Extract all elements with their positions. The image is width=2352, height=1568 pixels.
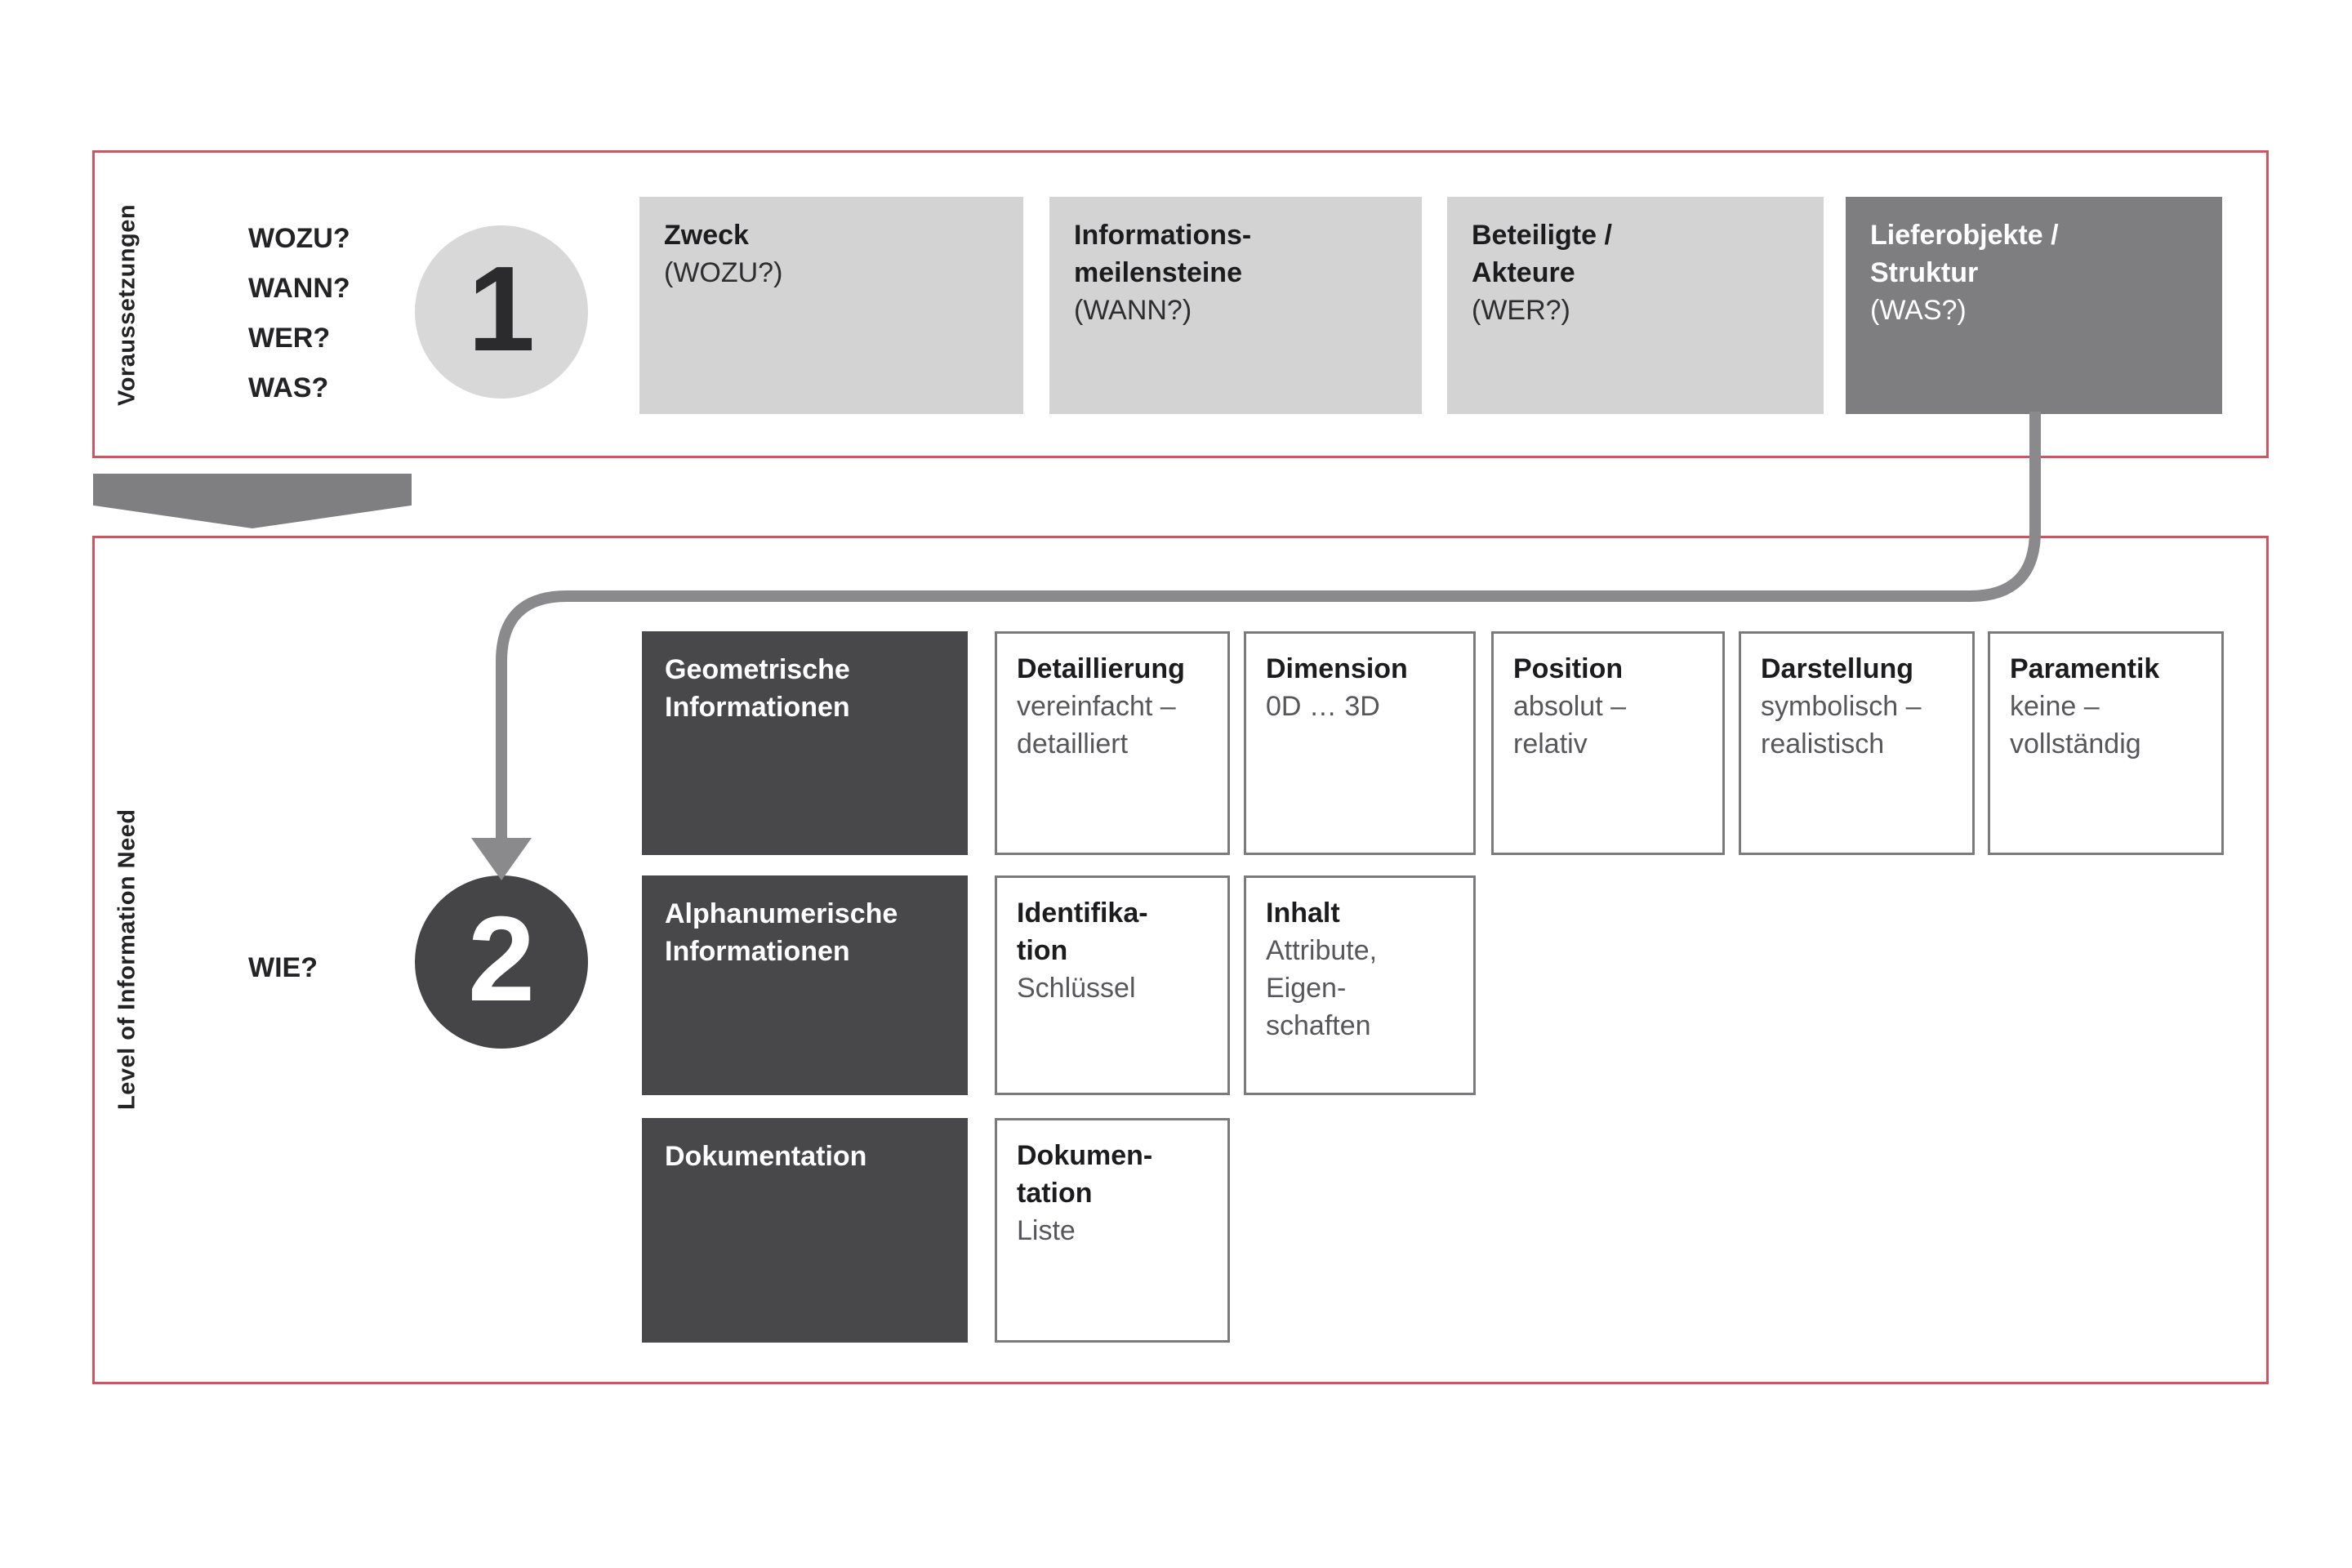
- cell-body-line: schaften: [1266, 1010, 1371, 1041]
- cell-dokumentation: Dokumen- tation Liste: [995, 1118, 1230, 1343]
- row-header-dokumentation: Dokumentation: [642, 1118, 968, 1343]
- cell-body-line: Liste: [1017, 1215, 1076, 1246]
- row-header-geometrische-informationen: Geometrische Informationen: [642, 631, 968, 855]
- cell-inhalt: Inhalt Attribute, Eigen- schaften: [1244, 875, 1476, 1095]
- box-title-line: Informations-: [1074, 220, 1252, 251]
- voraussetzungen-side-label: Voraussetzungen: [114, 203, 140, 406]
- box-informationsmeilensteine: Informations- meilensteine (WANN?): [1049, 197, 1422, 414]
- box-title-line: meilensteine: [1074, 257, 1242, 288]
- box-subtitle: (WOZU?): [664, 257, 783, 288]
- box-subtitle: (WER?): [1472, 295, 1570, 326]
- cell-body-line: vereinfacht –: [1017, 691, 1176, 722]
- cell-position: Position absolut – relativ: [1491, 631, 1725, 855]
- cell-title-line: Position: [1513, 653, 1624, 684]
- cell-body-line: symbolisch –: [1761, 691, 1922, 722]
- cell-body-line: keine –: [2010, 691, 2100, 722]
- question-wer: WER?: [248, 323, 331, 354]
- cell-body-line: 0D … 3D: [1266, 691, 1380, 722]
- box-zweck: Zweck (WOZU?): [639, 197, 1023, 414]
- cell-body-line: realistisch: [1761, 728, 1885, 760]
- cell-body-line: Attribute,: [1266, 935, 1378, 966]
- question-list: WOZU? WANN? WER? WAS?: [248, 214, 350, 413]
- step-1-circle: 1: [415, 225, 588, 399]
- cell-title-line: Paramentik: [2010, 653, 2160, 684]
- row-header-line: Geometrische: [665, 654, 850, 685]
- box-subtitle: (WANN?): [1074, 295, 1192, 326]
- box-subtitle: (WAS?): [1870, 295, 1967, 326]
- row-header-alphanumerische-informationen: Alphanumerische Informationen: [642, 875, 968, 1095]
- cell-body-line: relativ: [1513, 728, 1588, 760]
- box-title-line: Lieferobjekte /: [1870, 220, 2059, 251]
- section-transition-arrow-icon: [93, 474, 412, 528]
- cell-title-line: Dokumen-: [1017, 1140, 1153, 1171]
- cell-body-line: Schlüssel: [1017, 973, 1136, 1004]
- row-header-line: Dokumentation: [665, 1141, 867, 1172]
- row-header-line: Informationen: [665, 936, 850, 967]
- step-2-circle: 2: [415, 875, 588, 1049]
- question-was: WAS?: [248, 372, 329, 403]
- cell-title-line: Darstellung: [1761, 653, 1914, 684]
- cell-title-line: Detaillierung: [1017, 653, 1185, 684]
- box-beteiligte-akteure: Beteiligte / Akteure (WER?): [1447, 197, 1824, 414]
- cell-title-line: Identifika-: [1017, 898, 1148, 929]
- box-lieferobjekte-struktur: Lieferobjekte / Struktur (WAS?): [1846, 197, 2222, 414]
- question-wann: WANN?: [248, 273, 350, 304]
- box-title-line: Zweck: [664, 220, 749, 251]
- question-wozu: WOZU?: [248, 223, 350, 254]
- cell-title-line: tion: [1017, 935, 1068, 966]
- cell-body-line: Eigen-: [1266, 973, 1347, 1004]
- cell-title-line: Dimension: [1266, 653, 1408, 684]
- cell-body-line: detailliert: [1017, 728, 1129, 760]
- question-wie: WIE?: [248, 952, 318, 983]
- cell-darstellung: Darstellung symbolisch – realistisch: [1739, 631, 1975, 855]
- box-title-line: Struktur: [1870, 257, 1979, 288]
- cell-title-line: tation: [1017, 1178, 1093, 1209]
- cell-detaillierung: Detaillierung vereinfacht – detailliert: [995, 631, 1230, 855]
- cell-title-line: Inhalt: [1266, 898, 1340, 929]
- cell-paramentik: Paramentik keine – vollständig: [1988, 631, 2224, 855]
- level-of-information-need-side-label: Level of Information Need: [114, 808, 140, 1111]
- cell-body-line: absolut –: [1513, 691, 1626, 722]
- cell-body-line: vollständig: [2010, 728, 2141, 760]
- box-title-line: Akteure: [1472, 257, 1575, 288]
- row-header-line: Alphanumerische: [665, 898, 898, 929]
- box-title-line: Beteiligte /: [1472, 220, 1612, 251]
- cell-dimension: Dimension 0D … 3D: [1244, 631, 1476, 855]
- cell-identifikation: Identifika- tion Schlüssel: [995, 875, 1230, 1095]
- row-header-line: Informationen: [665, 692, 850, 723]
